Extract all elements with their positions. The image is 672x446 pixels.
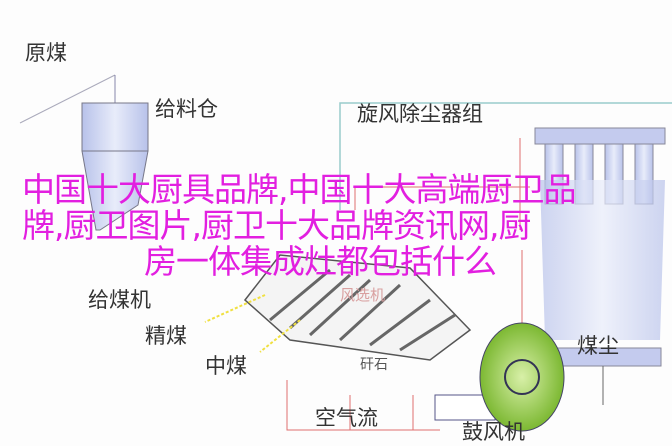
label-blower: 鼓风机 [462, 420, 525, 444]
label-air-separator: 风选机 [340, 286, 386, 304]
cyclone-group-graphic [534, 127, 666, 405]
label-coal-dust: 煤尘 [577, 334, 619, 358]
label-cyclone-group: 旋风除尘器组 [357, 102, 483, 126]
label-clean-coal: 精煤 [145, 324, 187, 348]
overlay-caption: 中国十大厨具品牌,中国十大高端厨卫品 牌,厨卫图片,厨卫十大品牌资讯网,厨 房一… [22, 172, 662, 280]
return-pipe [339, 102, 672, 210]
airflow-pipe [286, 380, 440, 431]
air-separator-deck [243, 254, 472, 361]
label-air-flow: 空气流 [315, 406, 378, 430]
yellow-output-arrows [204, 294, 301, 353]
air-pipe [354, 186, 530, 210]
label-feed-bin: 给料仓 [155, 97, 218, 121]
overlay-line-3: 房一体集成灶都包括什么 [144, 242, 497, 281]
feed-line [19, 74, 116, 124]
label-coal-feeder: 给煤机 [88, 288, 151, 312]
overlay-line-1: 中国十大厨具品牌,中国十大高端厨卫品 [22, 170, 577, 209]
label-gangue: 矸石 [360, 357, 388, 373]
overlay-line-2: 牌,厨卫图片,厨卫十大品牌资讯网,厨 [22, 206, 531, 245]
label-raw-coal: 原煤 [25, 41, 67, 65]
blower-graphic [434, 322, 565, 432]
feed-bin-hopper [81, 102, 149, 231]
label-middling-coal: 中煤 [205, 354, 247, 378]
